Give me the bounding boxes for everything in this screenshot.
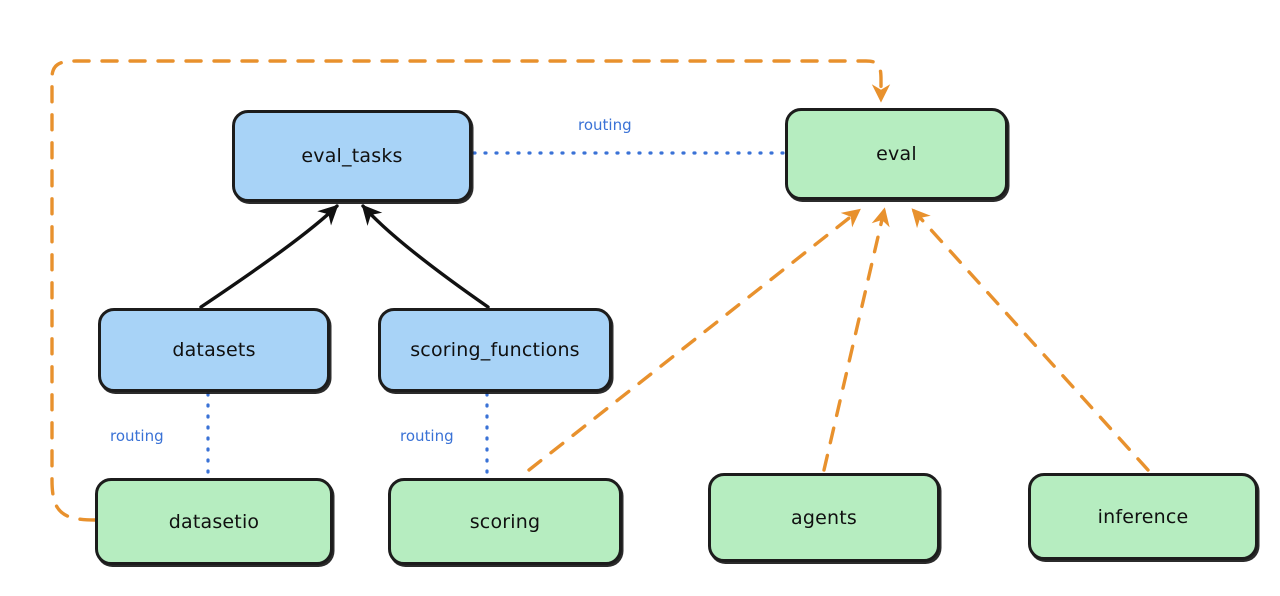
edge-datasets-to-eval-tasks xyxy=(199,204,339,309)
node-agents[interactable]: agents xyxy=(708,473,940,562)
edge-scoring-functions-to-eval-tasks xyxy=(361,204,490,309)
edge-label-routing-datasets-datasetio: routing xyxy=(110,427,164,445)
node-datasetio[interactable]: datasetio xyxy=(95,478,333,565)
edge-datasetio-to-eval xyxy=(50,59,891,522)
node-label-inference: inference xyxy=(1097,505,1189,528)
edge-label-routing-scoring-functions-scoring: routing xyxy=(400,427,454,445)
node-eval-tasks[interactable]: eval_tasks xyxy=(232,110,472,202)
edge-agents-to-eval xyxy=(822,207,890,472)
node-label-scoring-functions: scoring_functions xyxy=(410,339,580,361)
node-label-agents: agents xyxy=(791,506,857,529)
node-label-eval: eval xyxy=(876,143,917,165)
node-scoring[interactable]: scoring xyxy=(388,478,622,565)
node-eval[interactable]: eval xyxy=(785,108,1008,200)
node-label-datasetio: datasetio xyxy=(168,510,260,533)
edge-scoring-to-eval xyxy=(527,208,861,472)
node-label-eval-tasks: eval_tasks xyxy=(301,145,403,167)
edge-inference-to-eval xyxy=(911,208,1150,472)
node-scoring-functions[interactable]: scoring_functions xyxy=(378,308,612,392)
edge-label-routing-eval-tasks-eval: routing xyxy=(578,116,632,134)
node-label-datasets: datasets xyxy=(172,339,256,361)
node-label-scoring: scoring xyxy=(469,510,541,533)
node-datasets[interactable]: datasets xyxy=(98,308,330,392)
node-inference[interactable]: inference xyxy=(1028,473,1258,560)
